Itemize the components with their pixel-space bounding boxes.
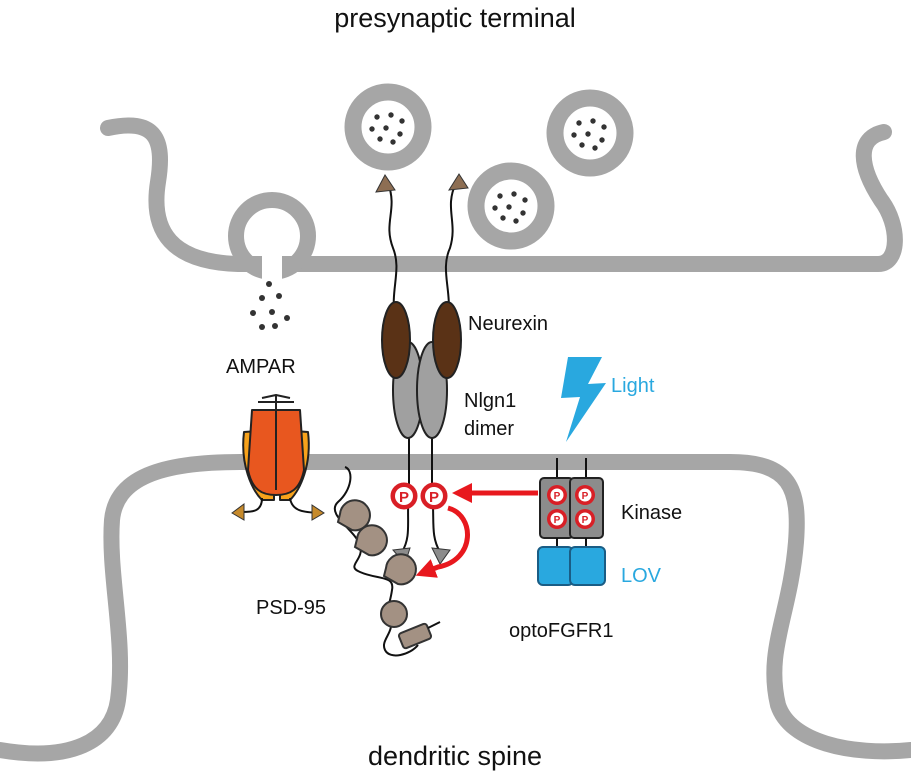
- ampar-tail: [241, 497, 263, 513]
- synaptic-vesicle: [467, 162, 555, 250]
- svg-text:P: P: [582, 515, 589, 526]
- neurexin-label: Neurexin: [468, 313, 548, 335]
- ampar-label: AMPAR: [226, 356, 296, 378]
- svg-text:P: P: [399, 489, 409, 506]
- neurexin-protein: [381, 301, 411, 379]
- svg-text:P: P: [554, 515, 561, 526]
- synaptic-vesicle: [344, 83, 432, 171]
- psd95-tail: [427, 621, 441, 629]
- neurexin-tip: [448, 173, 469, 191]
- psd95-chain: [333, 466, 419, 657]
- neurexin-protein: [432, 301, 462, 379]
- lov-domain: [569, 546, 606, 586]
- presynaptic-membrane: [100, 117, 903, 272]
- nlgn1-dimer-label: dimer: [464, 418, 514, 440]
- kinase-phospho-group: P P P P: [547, 485, 595, 529]
- nlgn1-tip: [431, 547, 451, 565]
- ampar-receptor: [242, 394, 310, 501]
- postsynaptic-membrane: [0, 454, 911, 762]
- phospho-group: P: [420, 482, 448, 510]
- svg-text:P: P: [429, 489, 439, 506]
- neurexin-tip: [375, 174, 396, 193]
- lov-domain: [537, 546, 574, 586]
- lightning-bolt-icon: [561, 357, 606, 442]
- kinase-label: Kinase: [621, 502, 682, 524]
- ampar-tip: [231, 503, 245, 521]
- lov-label: LOV: [621, 565, 662, 587]
- light-label: Light: [611, 375, 655, 397]
- fusion-pore: [262, 250, 282, 280]
- neurexin-tail: [387, 182, 398, 319]
- recruitment-arrow: [415, 505, 470, 578]
- neurexin-tail: [444, 182, 457, 319]
- psd95-label: PSD-95: [256, 597, 326, 619]
- ampar-tip: [311, 504, 325, 521]
- dendritic-label: dendritic spine: [368, 741, 542, 771]
- synaptic-vesicle: [546, 89, 634, 177]
- nlgn1-label: Nlgn1: [464, 390, 516, 412]
- neurotransmitter-dots: [250, 281, 290, 330]
- svg-text:P: P: [554, 491, 561, 502]
- psd95-domain: [336, 499, 432, 650]
- phospho-group: P: [390, 482, 418, 510]
- optofgfr1-label: optoFGFR1: [509, 620, 613, 642]
- svg-text:P: P: [582, 491, 589, 502]
- presynaptic-label: presynaptic terminal: [334, 3, 576, 33]
